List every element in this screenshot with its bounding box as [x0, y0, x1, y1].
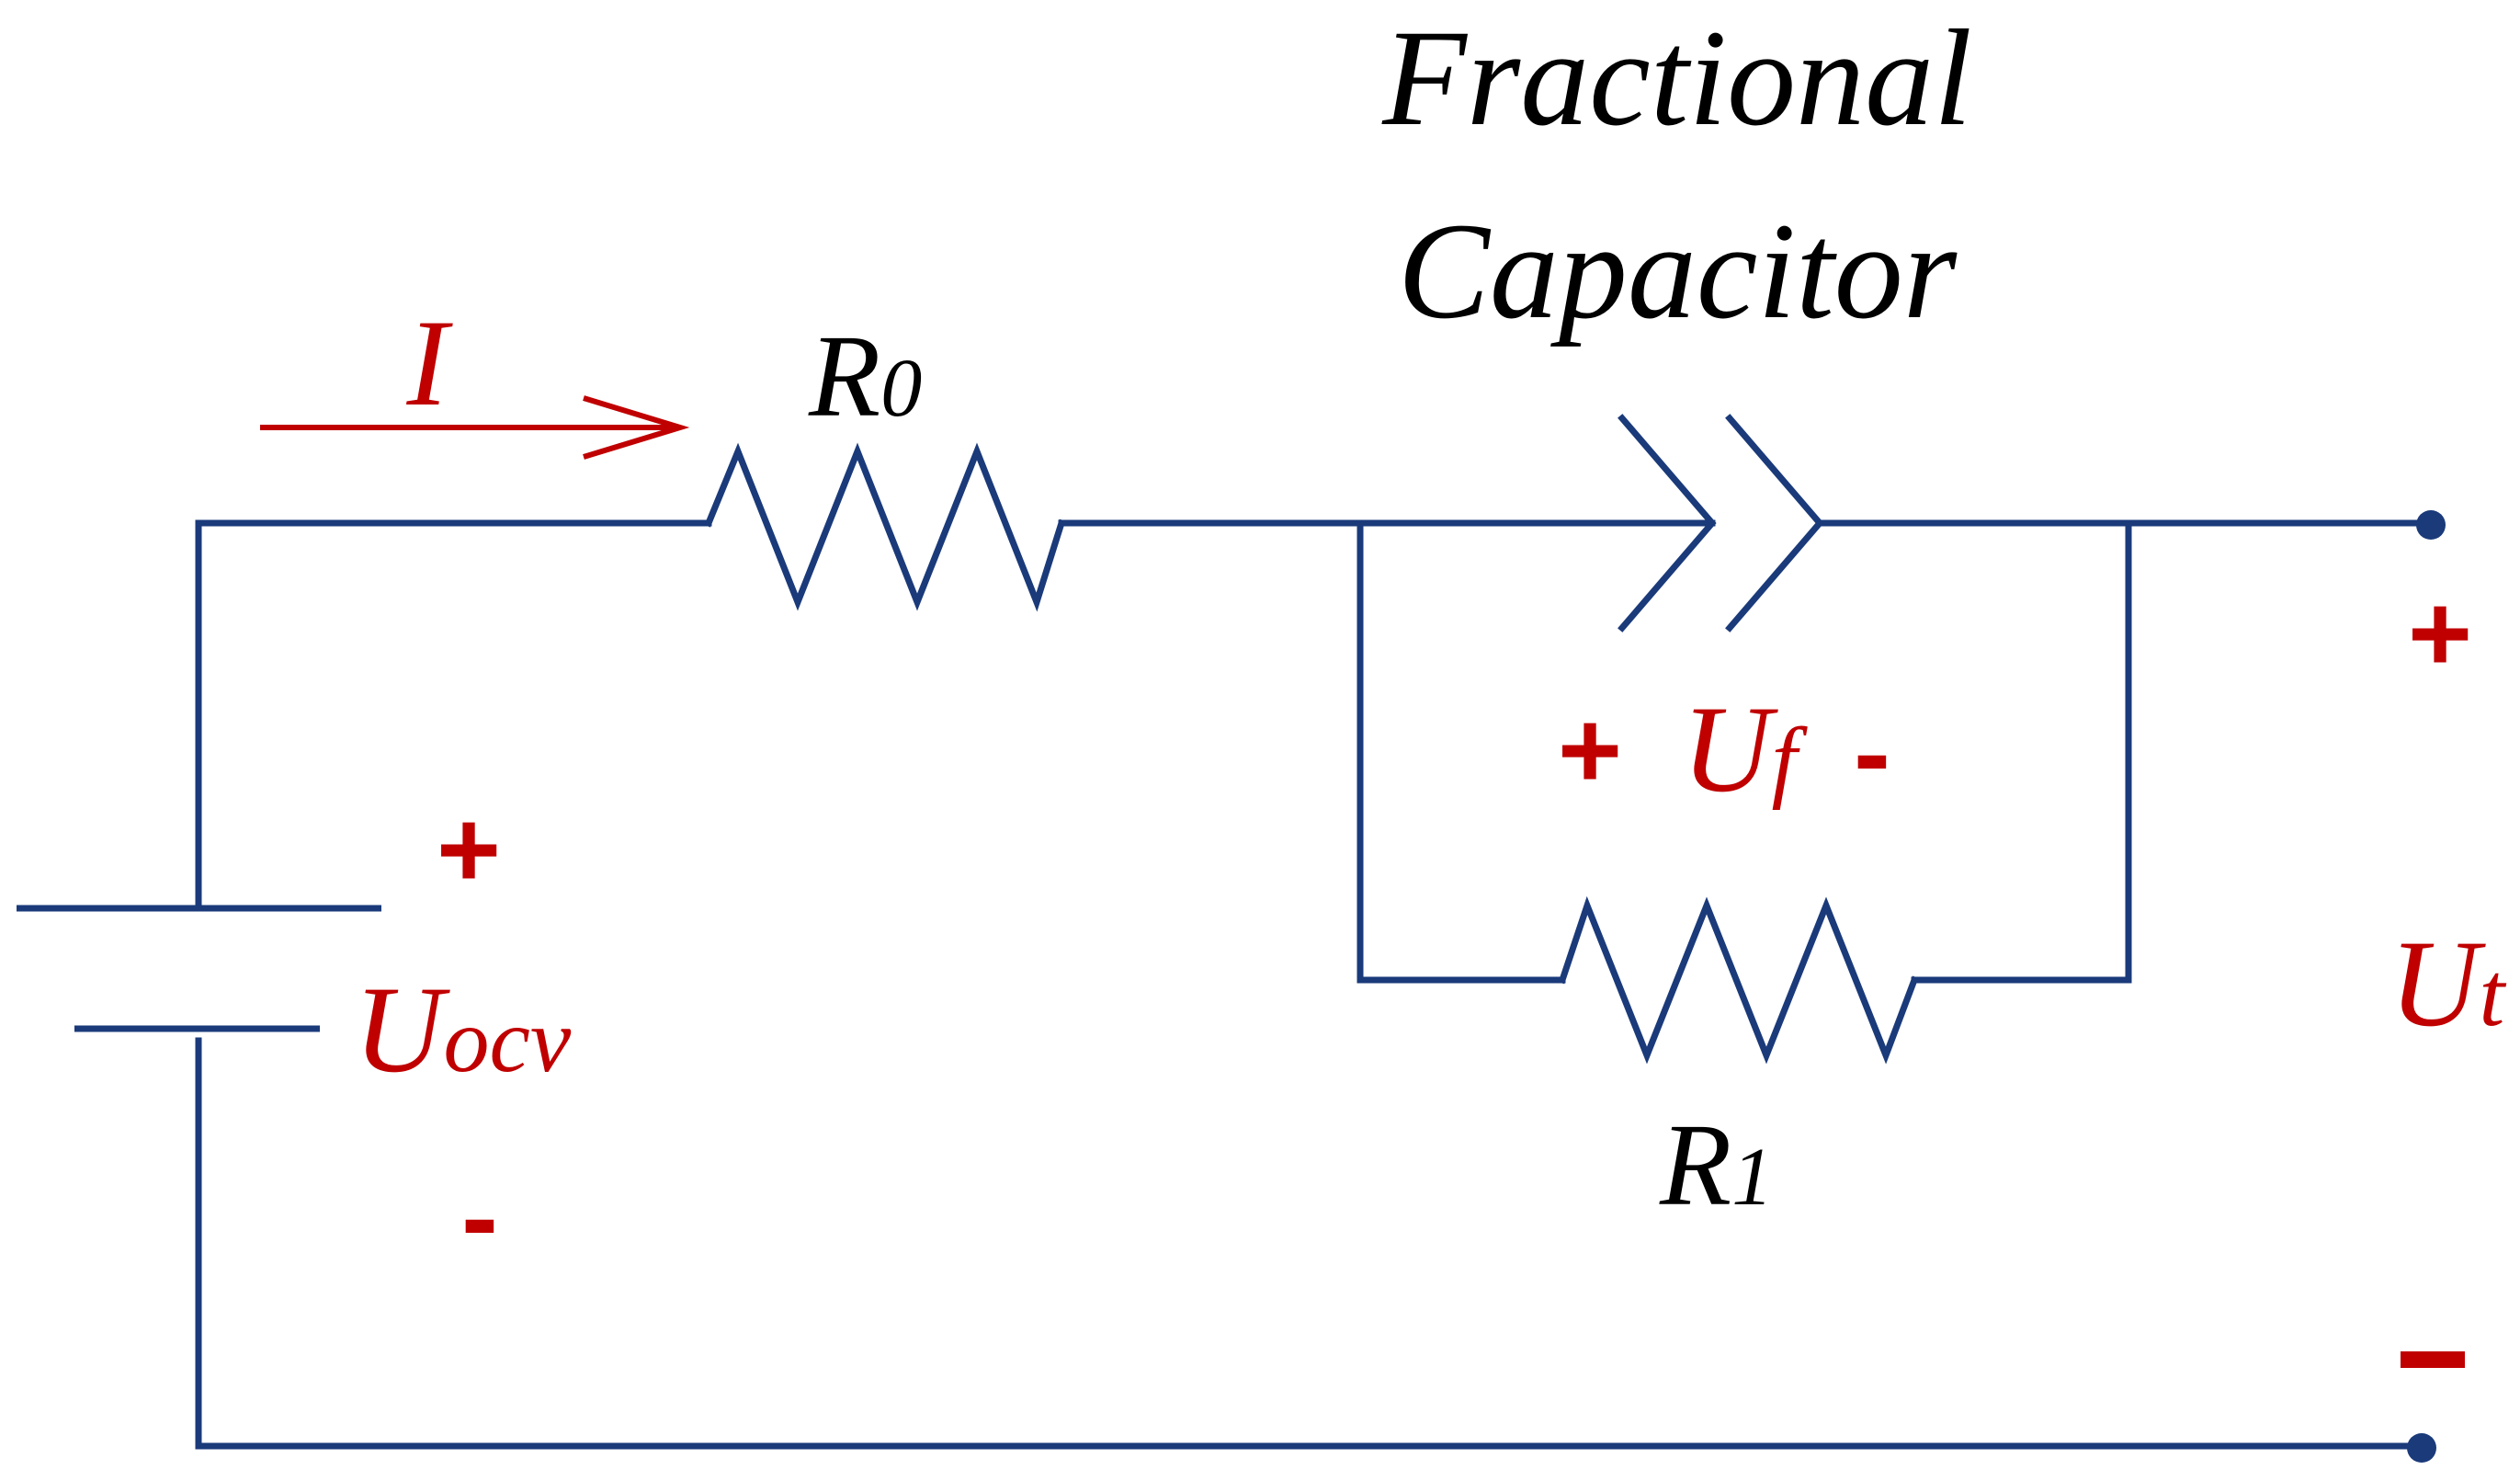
resistor-r1-icon — [1558, 895, 1919, 1065]
resistor-r0-icon — [704, 442, 1066, 612]
r0-label: R0 — [808, 311, 922, 441]
uocv-label-sub: ocv — [444, 989, 572, 1091]
ut-minus-bar — [2401, 1351, 2465, 1368]
uf-plus: + — [1558, 689, 1622, 812]
uf-minus: - — [1854, 691, 1890, 815]
current-arrow-head — [583, 395, 690, 460]
wire-bottom — [195, 1037, 2425, 1450]
capacitor-chevron-left — [1618, 414, 1717, 632]
uocv-minus: - — [461, 1156, 498, 1279]
title-line-2: Capacitor — [1398, 195, 1958, 347]
ut-label-sub: t — [2480, 943, 2507, 1045]
title-line-1: Fractional — [1381, 2, 1972, 154]
r1-label-sub: 1 — [1731, 1132, 1773, 1223]
ut-plus: + — [2408, 572, 2472, 695]
r1-label: R1 — [1659, 1099, 1773, 1230]
uocv-plus: + — [437, 788, 501, 911]
fractional-capacitor-icon — [1618, 414, 1824, 632]
wire-r1-right-branch — [1911, 519, 2132, 984]
terminal-bottom-dot-icon — [2407, 1433, 2436, 1463]
current-label: I — [406, 295, 454, 432]
terminal-top-dot-icon — [2416, 510, 2446, 540]
uf-label-main: U — [1682, 681, 1778, 818]
r1-label-main: R — [1659, 1099, 1731, 1230]
wire-top-left — [195, 519, 712, 909]
wire-r1-left-branch — [1356, 519, 1566, 984]
capacitor-chevron-right — [1725, 414, 1824, 632]
wires — [195, 519, 2425, 1450]
uocv-label: Uocv — [354, 962, 572, 1099]
voltage-source-icon — [17, 905, 381, 1032]
uocv-label-main: U — [354, 962, 450, 1099]
uf-label-sub: f — [1772, 709, 1809, 811]
uf-label: Uf — [1682, 681, 1809, 818]
r0-label-main: R — [808, 311, 880, 441]
r0-label-sub: 0 — [880, 343, 922, 434]
ut-label: Ut — [2389, 916, 2507, 1053]
current-arrow-icon — [260, 395, 690, 460]
ut-label-main: U — [2389, 916, 2486, 1053]
